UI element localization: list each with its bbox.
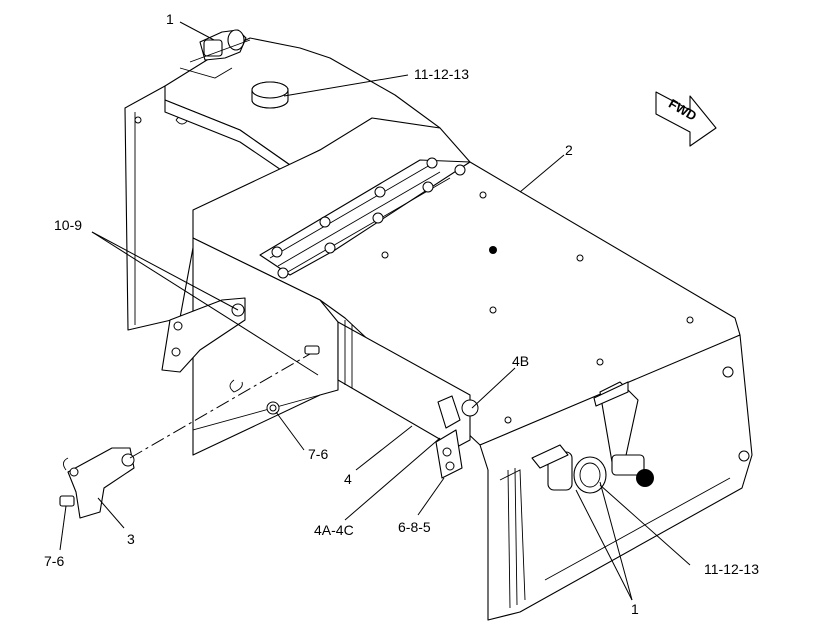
- top-latch: [189, 29, 251, 63]
- top-filler-cap: [251, 81, 289, 109]
- wall-bolt-7-6: [266, 345, 320, 415]
- main-box: [192, 117, 753, 621]
- callout-4: 4: [344, 471, 352, 487]
- callout-2: 2: [565, 142, 573, 158]
- callout-1-top: 1: [166, 11, 174, 27]
- callout-4a-4c: 4A-4C: [314, 522, 354, 538]
- leader-lines: [59, 21, 691, 601]
- side-filler-cap: [573, 456, 607, 494]
- callout-3: 3: [127, 531, 135, 547]
- bracket-10-9: [161, 297, 246, 393]
- callout-1-bottom: 1: [631, 601, 639, 617]
- callout-7-6-left: 7-6: [44, 553, 64, 569]
- callout-10-9: 10-9: [54, 217, 82, 233]
- callout-6-8-5: 6-8-5: [398, 519, 431, 535]
- explode-line: [129, 353, 311, 459]
- callout-7-6-mid: 7-6: [308, 446, 328, 462]
- hinge-plate-4a: [435, 395, 479, 479]
- callout-4b: 4B: [512, 353, 529, 369]
- hinge-bolts: [271, 157, 466, 279]
- cover-holes: [381, 191, 694, 424]
- callout-labels: 1 11-12-13 2 10-9 4B 7-6 4 4A-4C 6-8-5 3…: [44, 11, 759, 617]
- bracket-part-3: [59, 447, 135, 519]
- fwd-direction-arrow: FWD: [655, 91, 717, 147]
- side-latch: [531, 381, 654, 491]
- callout-11-12-13-top: 11-12-13: [414, 66, 469, 82]
- callout-11-12-13-bottom: 11-12-13: [704, 561, 759, 577]
